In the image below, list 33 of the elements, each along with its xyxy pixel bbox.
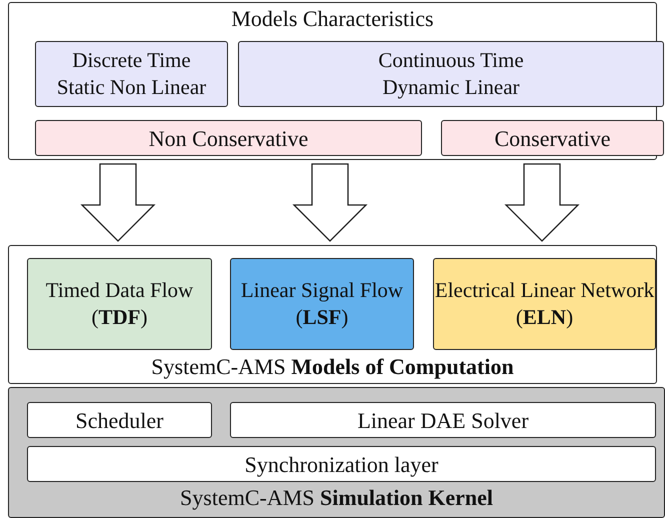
- property-box: [441, 120, 664, 156]
- box-label: Linear Signal Flow: [240, 277, 404, 304]
- box-label: Static Non Linear: [56, 74, 206, 101]
- property-box: [35, 120, 422, 156]
- box-label: Linear DAE Solver: [357, 406, 529, 434]
- box-label: Discrete Time: [72, 47, 191, 74]
- model-box: [230, 258, 414, 350]
- kernel-panel: [8, 387, 665, 518]
- box-label: Conservative: [494, 124, 611, 152]
- block-arrow: [80, 163, 156, 242]
- box-label: Continuous Time: [378, 47, 524, 74]
- block-arrow: [292, 163, 368, 242]
- models-panel: [8, 245, 657, 384]
- kernel-component-box: [27, 402, 212, 438]
- box-label: (ELN): [516, 304, 574, 331]
- box-label: Non Conservative: [148, 124, 308, 152]
- model-box: [433, 258, 656, 350]
- block-arrow: [504, 163, 580, 242]
- panel-title: SystemC-AMS Models of Computation: [150, 354, 515, 380]
- box-label: Timed Data Flow: [46, 277, 194, 304]
- box-label: (TDF): [92, 304, 148, 331]
- kernel-component-box: [230, 402, 656, 438]
- kernel-component-box: [27, 446, 656, 482]
- box-label: Electrical Linear Network: [434, 277, 654, 304]
- box-label: (LSF): [296, 304, 348, 331]
- model-box: [27, 258, 212, 350]
- property-box: [35, 41, 228, 107]
- box-label: Dynamic Linear: [382, 74, 520, 101]
- box-label: Scheduler: [76, 406, 164, 434]
- panel-title: SystemC-AMS Simulation Kernel: [179, 485, 494, 511]
- property-box: [238, 41, 664, 107]
- box-label: Synchronization layer: [244, 450, 438, 478]
- panel-title: Models Characteristics: [230, 6, 435, 32]
